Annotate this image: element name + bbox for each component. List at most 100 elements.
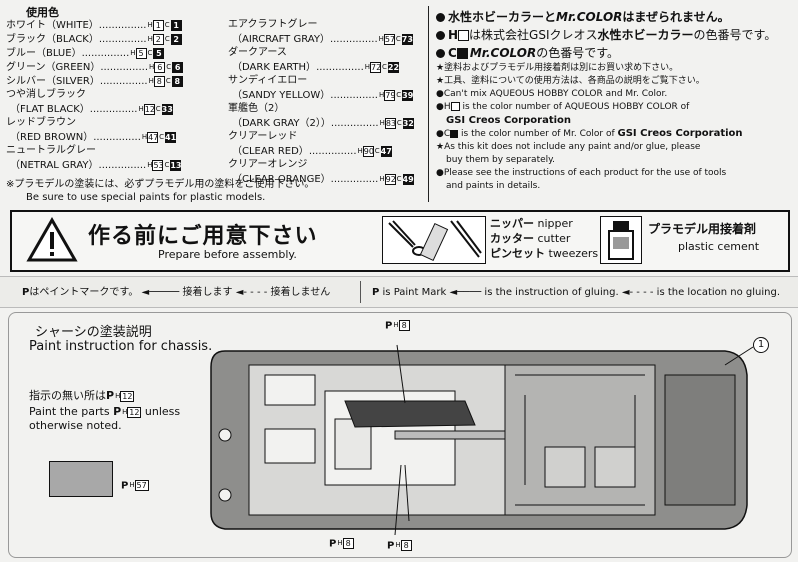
legend-bar: Pはペイントマークです。 ◄───── 接着します ◄- - - - 接着しませ… bbox=[0, 276, 798, 308]
paint-row: （FLAT BLACK）...............H12C33 bbox=[10, 103, 173, 115]
h-number-box: 83 bbox=[384, 117, 397, 129]
paint-name-line: 軍艦色（2） bbox=[228, 103, 285, 114]
cement-box bbox=[600, 216, 642, 264]
paint-row: （DARK EARTH）...............H72C22 bbox=[232, 61, 400, 73]
cement-bottle-icon bbox=[608, 221, 634, 260]
paint-name-line: ニュートラルグレー bbox=[6, 145, 96, 156]
cement-label-jp: プラモデル用接着剤 bbox=[648, 222, 757, 236]
tool-item: カッター cutter bbox=[490, 232, 571, 245]
noglue-arrow-icon: ◄- - - - bbox=[235, 287, 271, 298]
info-star-2: ★工具、塗料についての使用方法は、各商品の説明をご覧下さい。 bbox=[436, 76, 705, 86]
paint-row: （NETRAL GRAY）...............H53C13 bbox=[10, 159, 182, 171]
info-en-3: ●C is the color number of Mr. Color of G… bbox=[436, 128, 743, 139]
paint-note-en: Be sure to use special paints for plasti… bbox=[26, 192, 266, 203]
paint-row: （AIRCRAFT GRAY）...............H57C73 bbox=[232, 33, 413, 45]
c-number-box: 39 bbox=[402, 89, 414, 101]
paint-name-line: クリアーレッド bbox=[228, 131, 298, 142]
empty-box-icon bbox=[450, 102, 460, 111]
paint-name-line: レッドブラウン bbox=[6, 117, 76, 128]
info-line-mix: 水性ホビーカラーとMr.COLORはまぜられません。 bbox=[436, 8, 796, 26]
vertical-divider bbox=[428, 6, 429, 202]
h-number-box: 8 bbox=[153, 75, 165, 87]
part-number-badge: 1 bbox=[753, 337, 769, 353]
h-number-box: 79 bbox=[384, 89, 396, 101]
paint-name-line: クリアーオレンジ bbox=[228, 159, 308, 170]
h-number-box: 1 bbox=[152, 19, 164, 31]
warning-icon bbox=[26, 217, 78, 262]
c-number-box: 22 bbox=[387, 61, 400, 73]
info-en-2c: GSI Creos Corporation bbox=[446, 115, 572, 126]
c-number-box: 8 bbox=[171, 75, 183, 87]
glue-arrow-icon: ◄───── bbox=[141, 287, 183, 298]
legend-en: P is Paint Mark ◄──── is the instruction… bbox=[372, 287, 781, 298]
info-en-4b: buy them by separately. bbox=[446, 155, 556, 165]
legend-jp: Pはペイントマークです。 ◄───── 接着します ◄- - - - 接着しませ… bbox=[22, 287, 331, 298]
h-number-box: 47 bbox=[147, 131, 159, 143]
tool-item: ニッパー nipper bbox=[490, 217, 573, 230]
prepare-banner: 作る前にご用意下さい Prepare before assembly. ニッパー… bbox=[10, 210, 790, 272]
legend-divider bbox=[360, 281, 361, 303]
info-en-4: ★As this kit does not include any paint … bbox=[436, 142, 701, 152]
c-number-box: 32 bbox=[402, 117, 414, 129]
chassis-section: シャーシの塗装説明 Paint instruction for chassis.… bbox=[8, 312, 792, 558]
paint-num-box: 12 bbox=[120, 390, 135, 402]
bullet-icon bbox=[436, 49, 445, 58]
paint-num-box: 8 bbox=[342, 538, 354, 549]
h-number-box: 72 bbox=[370, 61, 382, 73]
tools-labels: ニッパー nipper カッター cutter ピンセット tweezers bbox=[490, 216, 598, 261]
glue-arrow-icon: ◄──── bbox=[449, 287, 485, 298]
h-number-box: 12 bbox=[143, 103, 155, 115]
info-star-1: ★塗料およびプラモデル用接着剤は別にお買い求め下さい。 bbox=[436, 63, 679, 73]
banner-title-jp: 作る前にご用意下さい bbox=[88, 224, 318, 249]
paint-note-jp: ※プラモデルの塗装には、必ずプラモデル用の塗料をご使用下さい。 bbox=[6, 179, 315, 190]
empty-box-icon bbox=[458, 30, 470, 41]
paint-row: （CLEAR RED）...............H90C47 bbox=[232, 145, 392, 157]
cement-label-en: plastic cement bbox=[678, 240, 760, 253]
c-number-box: 49 bbox=[402, 173, 414, 185]
paint-name-line: つや消しブラック bbox=[6, 89, 86, 100]
h-number-box: 2 bbox=[152, 33, 164, 45]
tools-icon bbox=[388, 220, 482, 262]
paint-list-title: 使用色 bbox=[26, 6, 59, 19]
c-number-box: 13 bbox=[170, 159, 182, 171]
c-number-box: 47 bbox=[380, 145, 392, 157]
c-number-box: 73 bbox=[401, 33, 413, 45]
paint-name-line: サンディイエロー bbox=[228, 75, 308, 86]
paint-mark-icon: P bbox=[372, 287, 380, 298]
paint-row: （SANDY YELLOW）...............H79C39 bbox=[232, 89, 414, 101]
chassis-title-jp: シャーシの塗装説明 bbox=[35, 325, 152, 340]
c-number-box: 5 bbox=[153, 47, 165, 59]
tool-item: ピンセット tweezers bbox=[490, 247, 599, 260]
bullet-icon bbox=[436, 13, 445, 22]
paint-row: （RED BROWN）...............H47C41 bbox=[10, 131, 177, 143]
h-number-box: 90 bbox=[362, 145, 374, 157]
filled-box-icon bbox=[456, 48, 468, 59]
h-number-box: 6 bbox=[154, 61, 166, 73]
banner-title-en: Prepare before assembly. bbox=[158, 248, 297, 261]
info-en-2: ●H is the color number of AQUEOUS HOBBY … bbox=[436, 102, 690, 112]
paint-row: （CLEAR ORANGE）...............H92C49 bbox=[232, 173, 414, 185]
c-number-box: 33 bbox=[161, 103, 173, 115]
h-number-box: 5 bbox=[135, 47, 147, 59]
c-number-box: 2 bbox=[170, 33, 182, 45]
paint-name-line: エアクラフトグレー bbox=[228, 19, 318, 30]
tools-box bbox=[382, 216, 486, 264]
filled-box-icon bbox=[450, 129, 459, 138]
h-number-box: 53 bbox=[152, 159, 164, 171]
noglue-arrow-icon: ◄- - - - bbox=[621, 287, 657, 298]
c-number-box: 6 bbox=[172, 61, 184, 73]
info-en-5: ●Please see the instructions of each pro… bbox=[436, 168, 727, 178]
chassis-drawing bbox=[210, 344, 754, 536]
